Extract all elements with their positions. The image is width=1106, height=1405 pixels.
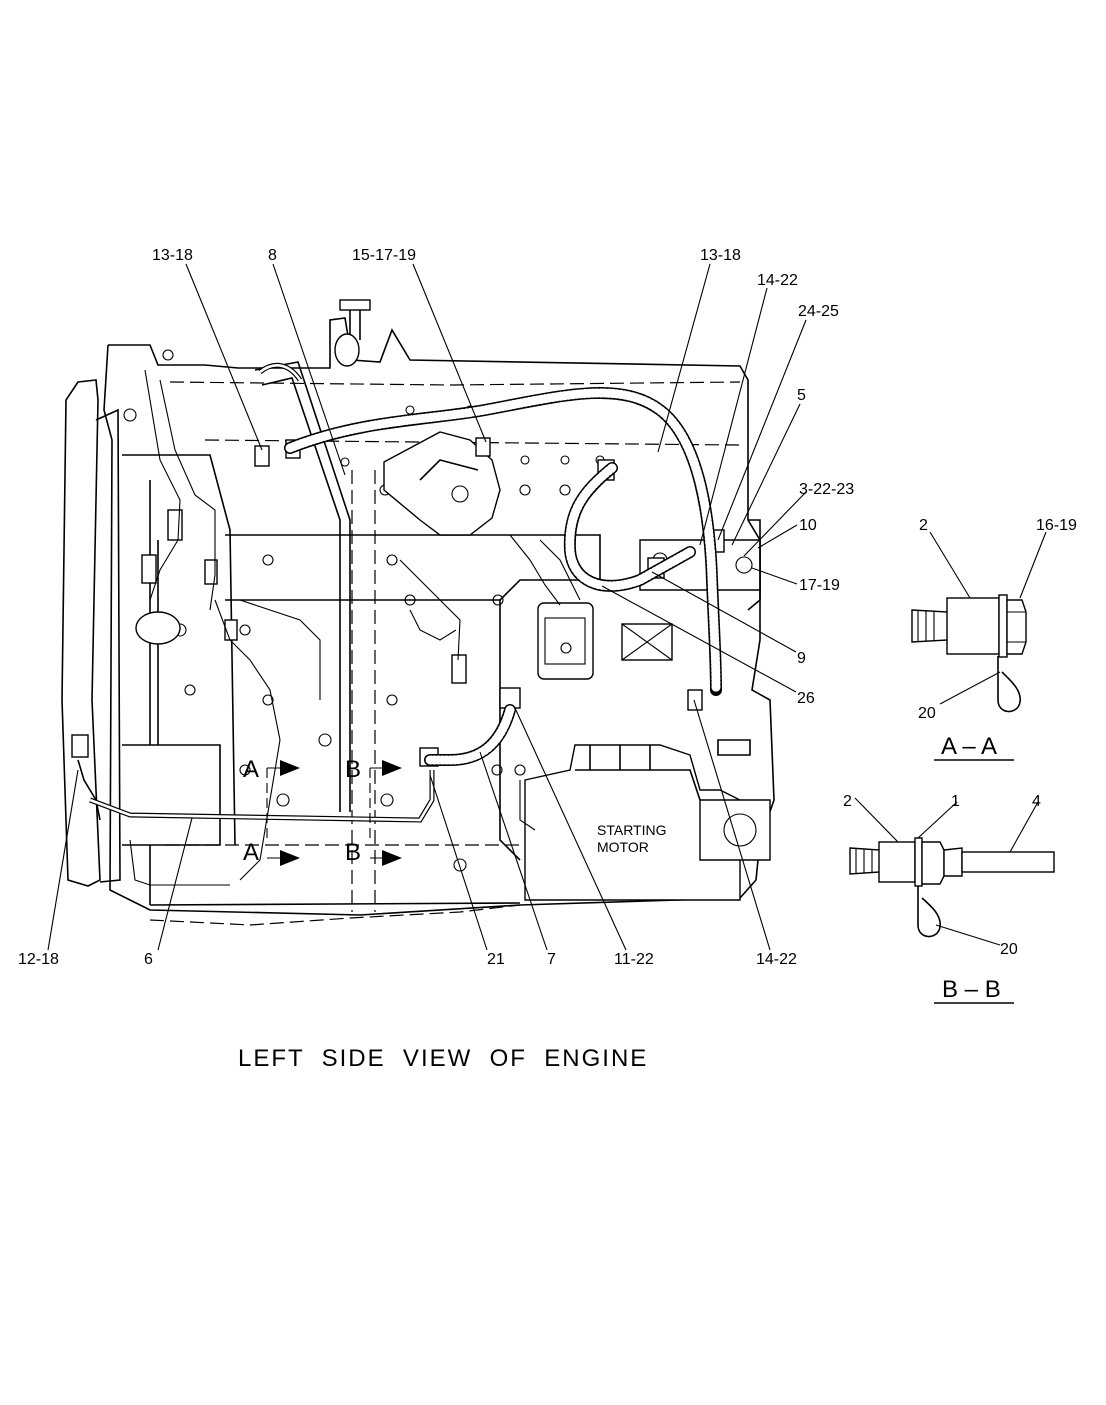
callout-13-18-right: 13-18: [700, 247, 741, 264]
section-bb-title: B – B: [942, 976, 1001, 1003]
bb-label-2: 2: [843, 793, 852, 810]
section-aa-title: A – A: [941, 733, 997, 760]
bb-label-20: 20: [1000, 941, 1018, 958]
callout-9: 9: [797, 650, 806, 667]
engine-drawing: STARTING MOTOR: [61, 299, 775, 926]
section-marker-b-top: B: [345, 756, 361, 783]
aa-label-16-19: 16-19: [1036, 517, 1077, 534]
callout-8: 8: [268, 247, 277, 264]
section-marker-b-bottom: B: [345, 839, 361, 866]
callout-21: 21: [487, 951, 505, 968]
bb-label-4: 4: [1032, 793, 1041, 810]
section-marker-a-top: A: [243, 756, 259, 783]
section-bb-detail: 2 1 4 20 B – B: [843, 793, 1055, 1004]
callout-26: 26: [797, 690, 815, 707]
callout-10: 10: [799, 517, 817, 534]
arrow-b-bottom: [382, 850, 402, 866]
callout-labels: 13-18 8 15-17-19 13-18 14-22 24-25 5 3-2…: [18, 247, 854, 968]
arrow-a-bottom: [280, 850, 300, 866]
callout-13-18-left: 13-18: [152, 247, 193, 264]
callout-14-22-top: 14-22: [757, 272, 798, 289]
section-marker-a-bottom: A: [243, 839, 259, 866]
callout-3-22-23: 3-22-23: [799, 481, 854, 498]
starting-motor-label-line2: MOTOR: [597, 839, 649, 855]
leader-lines: [47, 263, 807, 951]
arrow-a-top: [280, 760, 300, 776]
callout-6: 6: [144, 951, 153, 968]
callout-17-19: 17-19: [799, 577, 840, 594]
callout-14-22-bottom: 14-22: [756, 951, 797, 968]
aa-label-2: 2: [919, 517, 928, 534]
callout-15-17-19: 15-17-19: [352, 247, 416, 264]
bb-label-1: 1: [951, 793, 960, 810]
callout-24-25: 24-25: [798, 303, 839, 320]
diagram-title: LEFT SIDE VIEW OF ENGINE: [238, 1045, 648, 1072]
starting-motor-label-line1: STARTING: [597, 822, 667, 838]
braided-hose: [284, 386, 722, 766]
aa-label-20: 20: [918, 705, 936, 722]
callout-7: 7: [547, 951, 556, 968]
callout-5: 5: [797, 387, 806, 404]
section-aa-detail: 2 16-19 20 A – A: [911, 517, 1077, 761]
section-cut-markers: A A B B: [243, 756, 402, 866]
arrow-b-top: [382, 760, 402, 776]
callout-12-18: 12-18: [18, 951, 59, 968]
callout-11-22: 11-22: [614, 951, 654, 968]
